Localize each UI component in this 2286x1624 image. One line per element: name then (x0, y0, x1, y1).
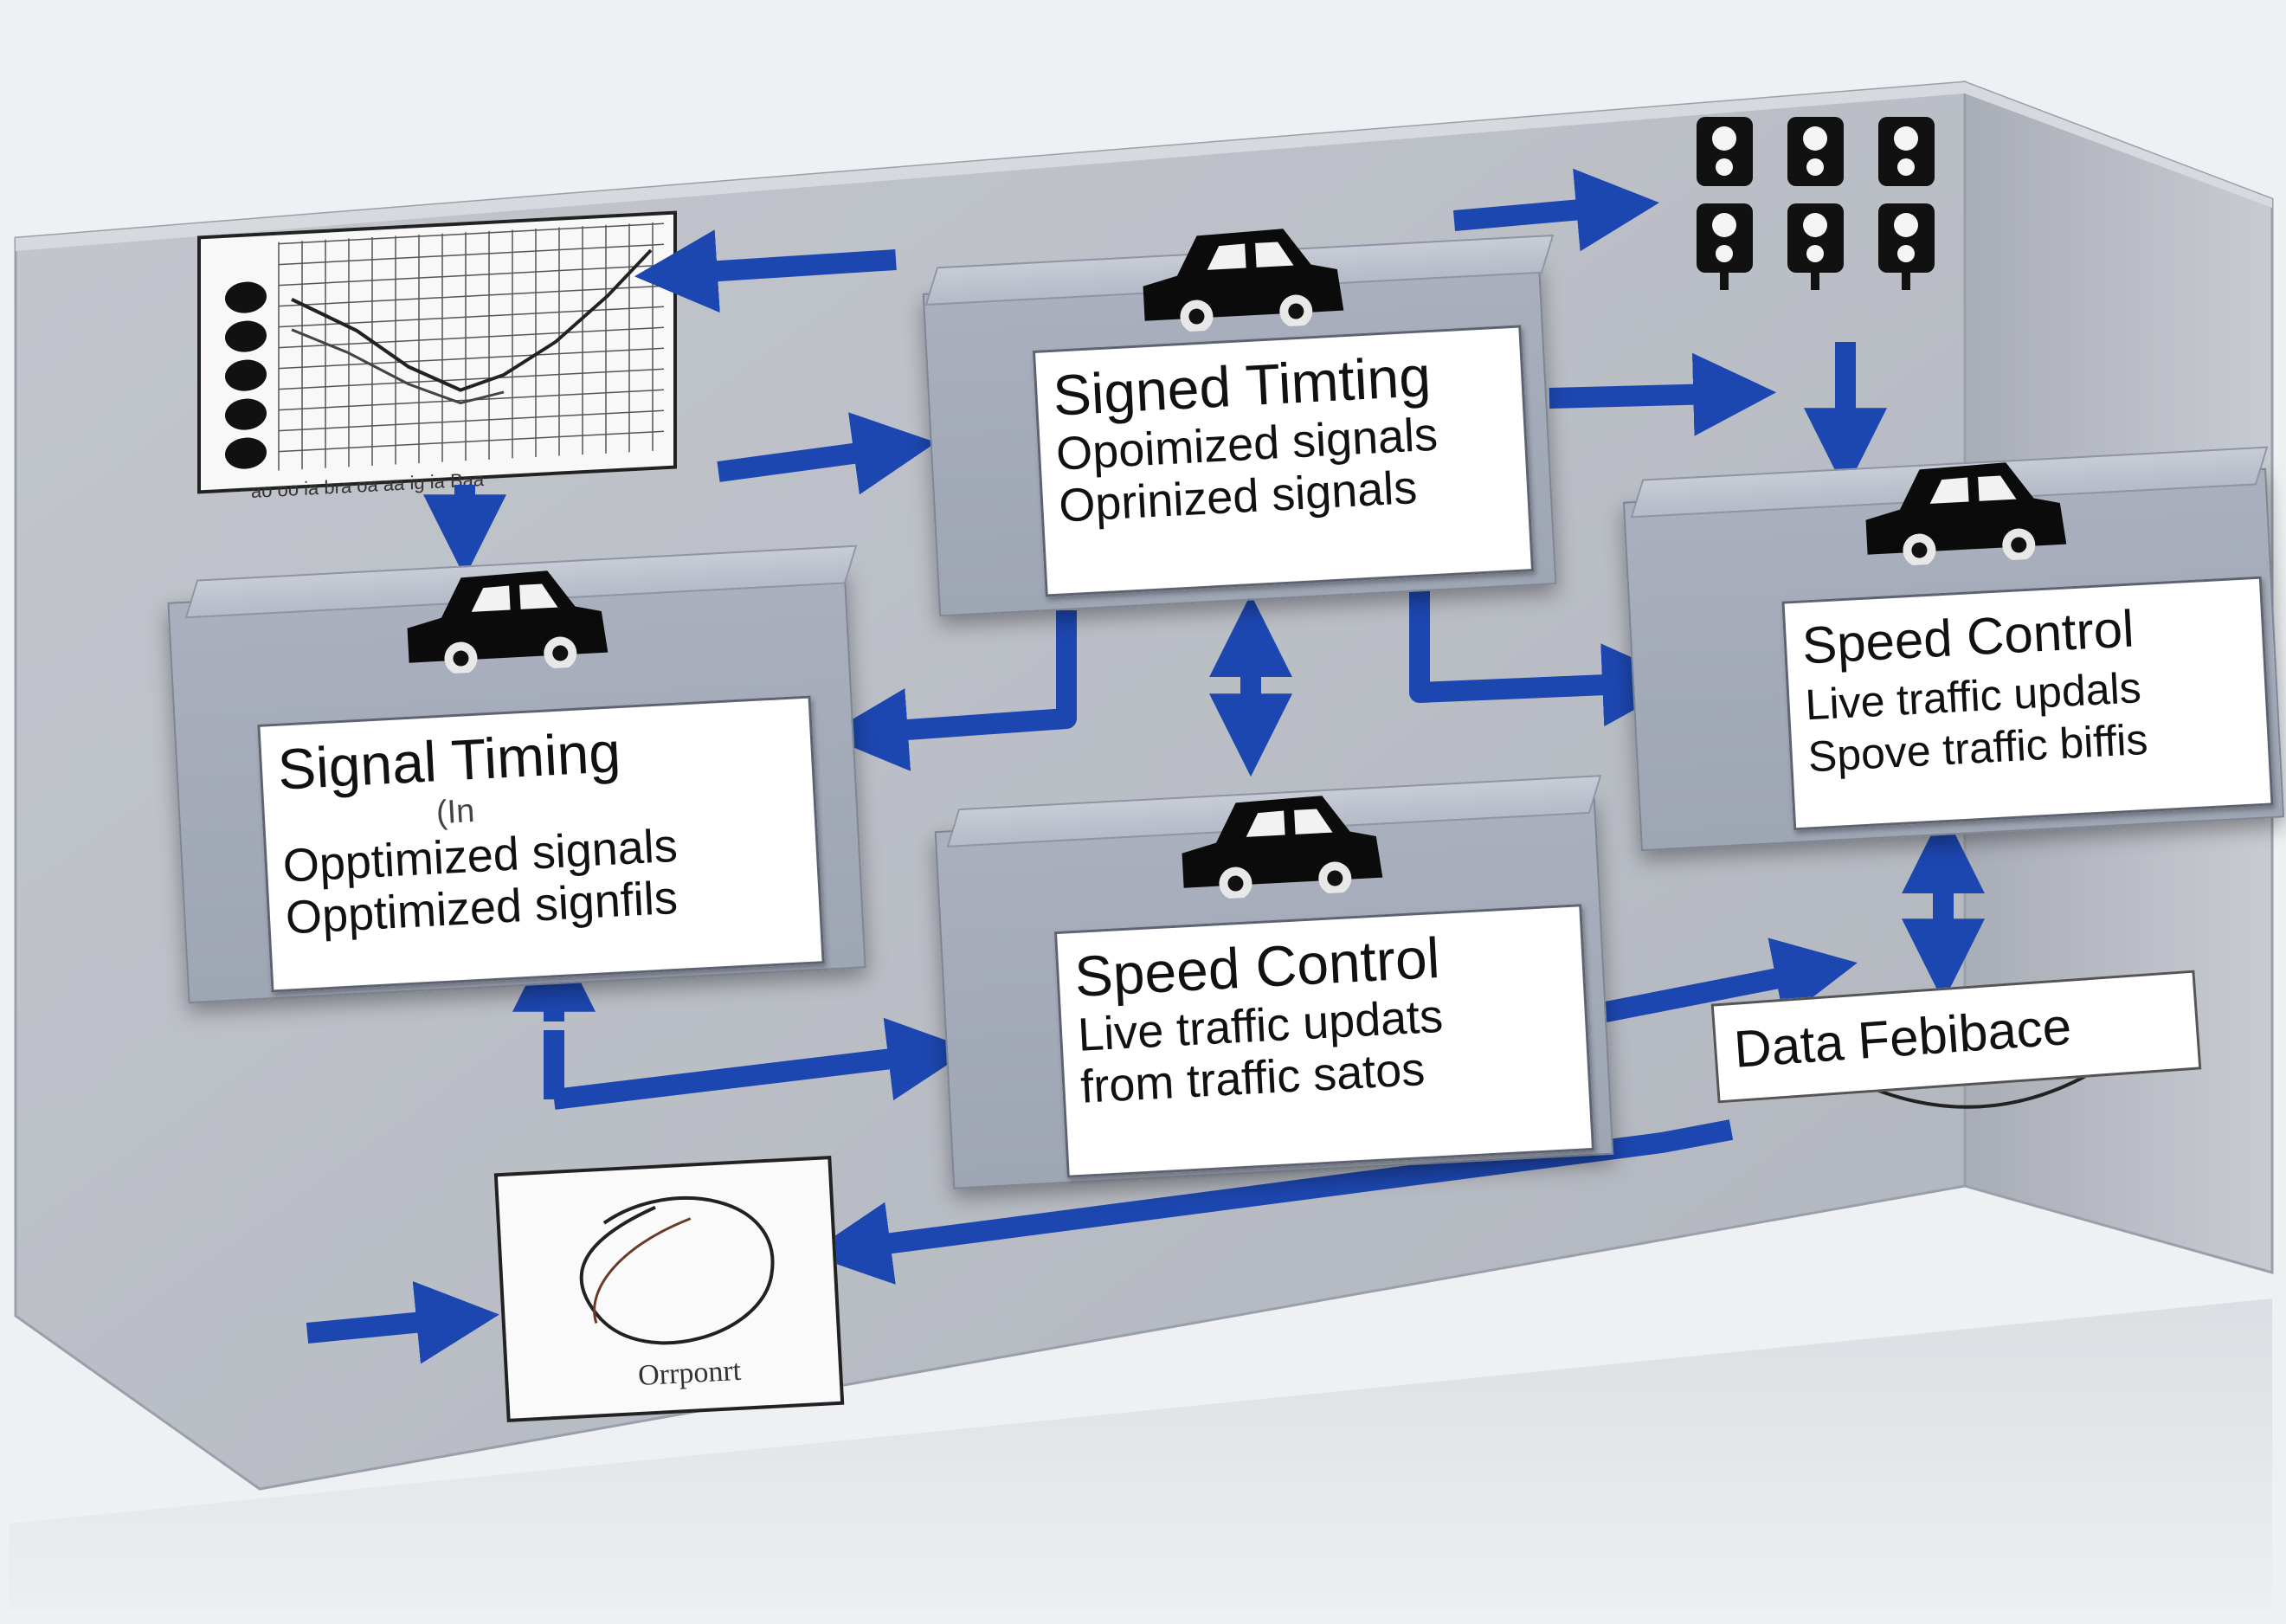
signal-dot (225, 281, 267, 313)
car-body (1865, 462, 2067, 555)
grid-line (279, 243, 664, 266)
output-circle-drawing (579, 1196, 775, 1345)
arrow-icon (544, 1030, 913, 1099)
data-feedback-label: Data Febibace (1732, 996, 2074, 1079)
traffic-light-icon (1787, 203, 1844, 290)
arrow-icon (808, 1119, 1734, 1285)
car-icon (1123, 215, 1353, 334)
signal-dot (225, 320, 267, 352)
signal-dot (225, 437, 267, 469)
node-top-center: Signed Timting Opoimized signals Opriniz… (1032, 325, 1535, 597)
signal-dots (225, 281, 267, 469)
car-window (1929, 477, 1969, 504)
node-center: Speed Control Live traffic updats from t… (1053, 904, 1595, 1178)
car-icon (1845, 448, 2076, 568)
grid-line (279, 347, 664, 370)
graph-line-secondary (291, 328, 505, 405)
grid-line (279, 326, 664, 349)
arrow-icon (1409, 567, 1686, 727)
car-body (407, 570, 609, 663)
grid-line (279, 368, 664, 390)
car-window (1207, 243, 1246, 270)
car-hub (2011, 537, 2027, 553)
traffic-light-icon (1787, 117, 1844, 186)
traffic-light-icon (1878, 203, 1935, 290)
graph-line (291, 248, 653, 392)
grid-line (279, 285, 664, 307)
traffic-light-icon (1697, 203, 1753, 290)
car-body (1143, 229, 1344, 321)
output-panel: Orrponrt (493, 1155, 845, 1423)
car-hub (1911, 542, 1928, 558)
traffic-lights-group (1697, 117, 1935, 290)
car-window (1978, 475, 2017, 501)
car-window (1255, 242, 1294, 267)
car-icon (1162, 782, 1392, 901)
floor-plane (9, 1299, 2272, 1610)
car-hub (1188, 308, 1205, 325)
car-icon (387, 557, 617, 676)
arrow-icon (1599, 938, 1858, 1023)
signal-dot (225, 398, 267, 430)
traffic-light-icon (1878, 117, 1935, 186)
output-label: Orrponrt (637, 1354, 742, 1392)
grid-line (279, 222, 664, 245)
signal-dot (225, 359, 267, 391)
arrow-icon (717, 412, 937, 495)
car-body (1182, 796, 1383, 888)
arrow-icon (634, 229, 897, 313)
car-hub (453, 650, 469, 667)
car-window (1246, 810, 1285, 837)
graph-panel (197, 210, 677, 494)
arrow-icon (1549, 352, 1777, 436)
node-right: Speed Control Live traffic updals Spove … (1781, 576, 2274, 831)
car-hub (1288, 303, 1304, 319)
arrow-icon (306, 1280, 499, 1364)
graph-grid (278, 222, 664, 471)
arrow-icon (824, 610, 1077, 771)
car-hub (1327, 870, 1343, 886)
grid-line (279, 409, 664, 432)
car-window (471, 585, 511, 612)
node-left: Signal Timing (In Opptimized signals Opp… (257, 695, 825, 993)
traffic-light-icon (1697, 117, 1753, 186)
grid-line (279, 430, 664, 453)
car-hub (552, 645, 569, 661)
arrow-icon (1452, 168, 1659, 252)
graph-chart (225, 222, 664, 471)
car-hub (1227, 875, 1244, 892)
car-window (519, 583, 558, 609)
car-window (1294, 809, 1333, 835)
grid-line (279, 264, 664, 287)
